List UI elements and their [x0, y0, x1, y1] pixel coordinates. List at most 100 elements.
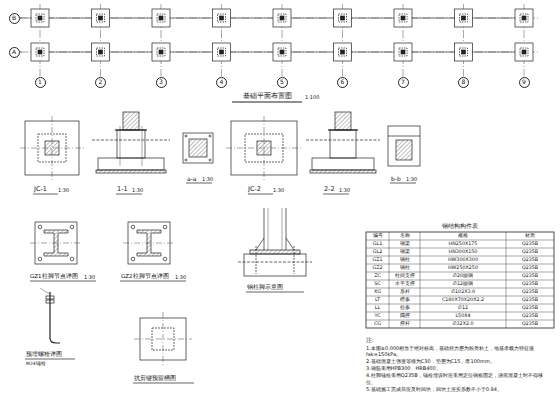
- plan-stroke: [420, 232, 421, 328]
- plan-stroke: [38, 16, 42, 20]
- plan-stroke: [334, 43, 352, 61]
- plan-stroke: [515, 9, 533, 27]
- plan-stroke: [399, 48, 407, 56]
- table-cell: HW250X250: [420, 264, 506, 272]
- plan-stroke: [366, 312, 554, 313]
- detail-title: GZ1柱脚节点详图: [30, 273, 78, 280]
- drawing-title: 基础平面布置图: [243, 92, 292, 100]
- plan-stroke: [455, 43, 473, 61]
- table-cell: ∅102X3.0: [420, 288, 506, 296]
- plan-stroke: [99, 50, 103, 54]
- table-cell: Q235B: [506, 304, 554, 312]
- shear-key-slot: [133, 312, 194, 383]
- plan-stroke: [157, 48, 165, 56]
- plan-stroke: [213, 43, 231, 61]
- plan-stroke: [460, 14, 468, 22]
- column-base-gz1: [30, 222, 96, 281]
- plan-stroke: [273, 43, 291, 61]
- plan-stroke: [36, 48, 44, 56]
- plan-stroke: [366, 280, 554, 281]
- plan-stroke: [31, 9, 49, 27]
- axis-bubble: 7: [398, 77, 409, 88]
- detail-title: 抗剪键预留槽图: [134, 375, 176, 382]
- plan-stroke: [366, 296, 554, 297]
- scale: 1:100: [305, 94, 319, 100]
- table-cell: GZ2: [366, 264, 389, 272]
- table-cell: Q235B: [506, 320, 554, 328]
- table-cell: Q235B: [506, 312, 554, 320]
- axis-label: A: [12, 49, 16, 55]
- axis-label: 6: [341, 79, 345, 85]
- axis-bubble: A: [9, 47, 20, 58]
- axis-label: 4: [220, 79, 224, 85]
- plan-stroke: [462, 16, 466, 20]
- plan-stroke: [455, 9, 473, 27]
- table-cell: 钢柱: [389, 256, 420, 264]
- plan-stroke: [515, 43, 533, 61]
- table-cell: 水平支撑: [389, 280, 420, 288]
- plan-stroke: [152, 43, 170, 61]
- anchor-bolt: [25, 288, 75, 359]
- detail-title: GZ2柱脚节点详图: [121, 273, 169, 280]
- table-cell: Q235B: [506, 264, 554, 272]
- axis-bubble: 5: [277, 77, 288, 88]
- table-cell: Q235B: [506, 256, 554, 264]
- plan-stroke: [366, 288, 554, 289]
- plan-stroke: [341, 16, 345, 20]
- table-cell: 钢柱: [389, 264, 420, 272]
- plan-stroke: [394, 9, 412, 27]
- table-cell: 柱间支撑: [389, 272, 420, 280]
- plan-stroke: [97, 14, 105, 22]
- table-cell: XG: [366, 288, 389, 296]
- plan-stroke: [522, 16, 526, 20]
- axis-label: 5: [280, 79, 284, 85]
- plan-stroke: [506, 232, 507, 328]
- table-cell: C180X70X20X2.2: [420, 296, 506, 304]
- plan-stroke: [394, 43, 412, 61]
- scale: 1:30: [406, 176, 417, 182]
- plan-stroke: [401, 50, 405, 54]
- footing-plan-jc1: [20, 116, 84, 194]
- axis-label: 9: [522, 79, 526, 85]
- plan-stroke: [20, 18, 32, 19]
- plan-stroke: [366, 320, 554, 321]
- axis-label: 7: [401, 79, 405, 85]
- axis-label: 2: [99, 79, 103, 85]
- table-cell: Q235B: [506, 272, 554, 280]
- plan-stroke: [152, 9, 170, 27]
- plan-stroke: [366, 240, 554, 241]
- axis-bubble: 6: [337, 77, 348, 88]
- table-cell: ∅32X2.0: [420, 320, 506, 328]
- plan-stroke: [280, 16, 284, 20]
- plan-stroke: [97, 48, 105, 56]
- plan-stroke: [92, 43, 110, 61]
- table-cell: LL: [366, 304, 389, 312]
- table-cell: Q235B: [506, 280, 554, 288]
- table-header: 材质: [506, 232, 554, 240]
- table-title: 钢结构构件表: [442, 223, 478, 230]
- plan-stroke: [20, 52, 23, 53]
- axis-bubble: 2: [95, 77, 106, 88]
- table-cell: GL1: [366, 240, 389, 248]
- detail-title: 钢柱脚示意图: [247, 284, 283, 291]
- section-title: a-a: [187, 175, 197, 182]
- note-line: 4.柱脚锚栓采用Q235B，锚栓埋设时应采用定位钢板固定，浇筑混凝土时不得移位。: [366, 372, 552, 385]
- plan-stroke: [334, 9, 352, 27]
- table-cell: ∅12圆钢: [420, 280, 506, 288]
- table-cell: 系杆: [389, 288, 420, 296]
- axis-label: 8: [462, 79, 466, 85]
- section-b-b: [388, 126, 420, 183]
- plan-stroke: [366, 248, 554, 249]
- table-cell: HW300X300: [420, 256, 506, 264]
- axis-label: 1: [38, 79, 42, 85]
- plan-stroke: [213, 9, 231, 27]
- plan-stroke: [522, 50, 526, 54]
- axis-bubble: 3: [156, 77, 167, 88]
- footing-section-2-2: [306, 112, 380, 194]
- axis-bubble: 4: [216, 77, 227, 88]
- table-cell: L50X4: [420, 312, 506, 320]
- table-cell: GZ1: [366, 256, 389, 264]
- table-cell: Q235B: [506, 248, 554, 256]
- plan-stroke: [273, 9, 291, 27]
